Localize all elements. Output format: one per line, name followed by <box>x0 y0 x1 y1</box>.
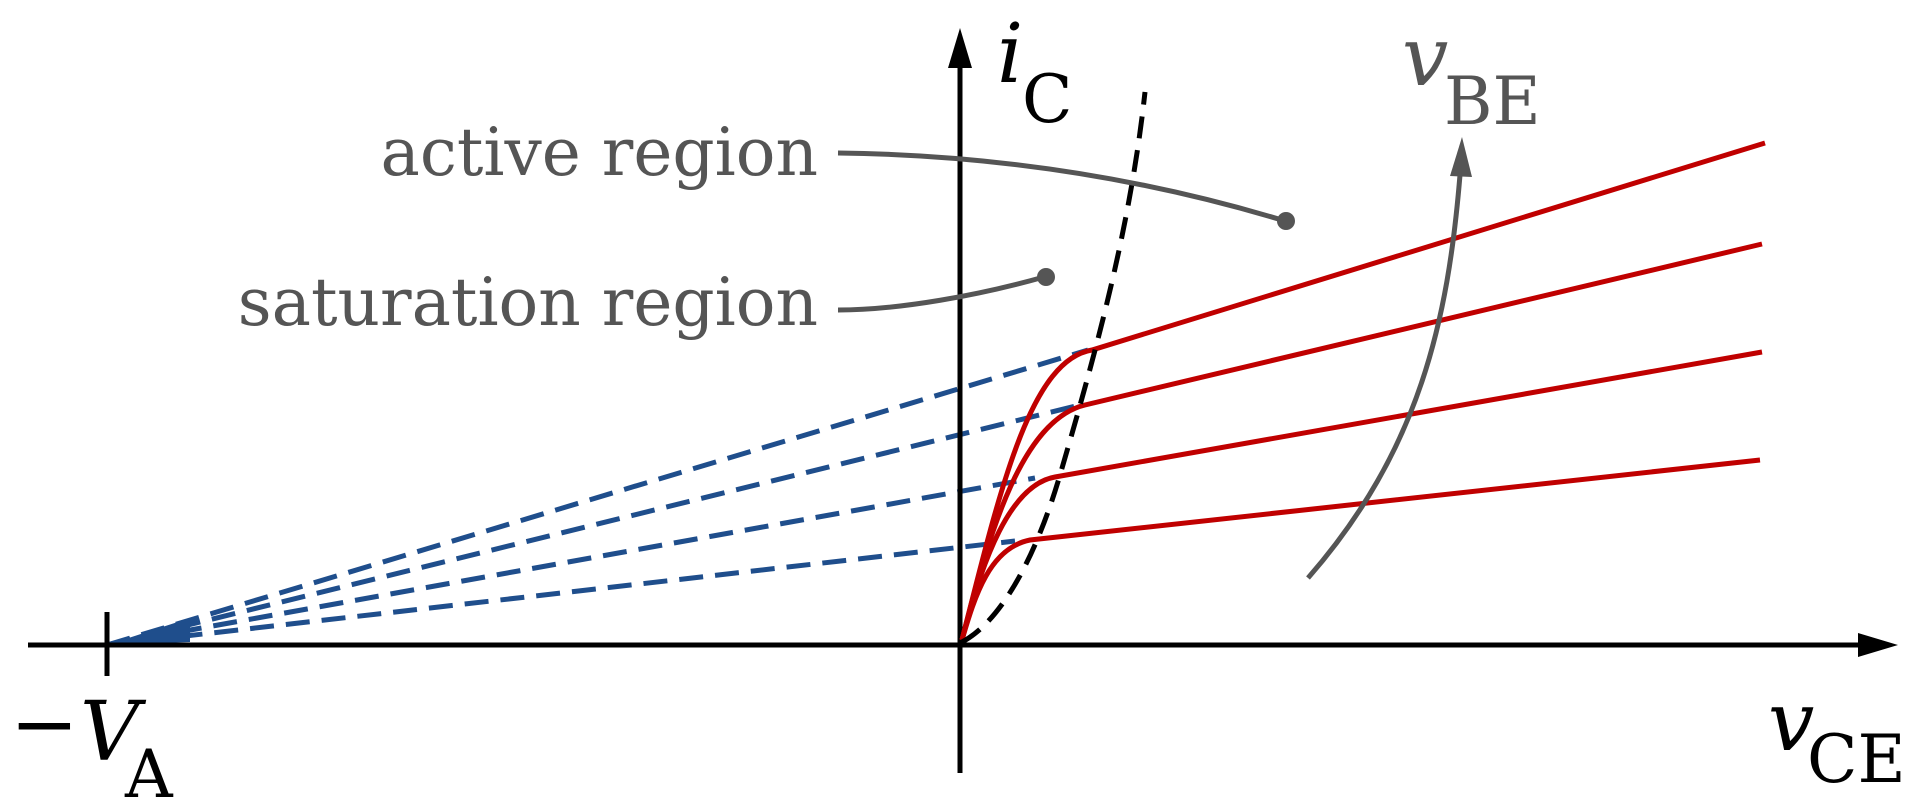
early-line-4 <box>106 347 1089 648</box>
characteristic-curves <box>959 140 1766 641</box>
vbe-increase-arrow <box>1306 137 1472 580</box>
x-axis-label-subscript: CE <box>1807 721 1906 798</box>
y-axis-arrowhead <box>948 28 972 68</box>
curve-1 <box>959 457 1761 641</box>
vbe-arrow-head <box>1450 137 1472 177</box>
active-region-callout-line <box>837 150 1286 224</box>
x-axis-label-main: v <box>1768 675 1814 770</box>
y-axis-label: i <box>997 7 1023 102</box>
early-voltage-fan <box>107 618 190 645</box>
saturation-region-label: saturation region <box>238 264 818 341</box>
axes <box>28 28 1898 773</box>
active-region-label: active region <box>381 114 818 191</box>
vbe-label-main: v <box>1402 10 1448 105</box>
curve-4 <box>959 140 1766 641</box>
saturation-region-callout-dot <box>1037 268 1055 286</box>
early-voltage-label-subscript: A <box>124 736 174 800</box>
active-region-callout-dot <box>1277 212 1295 230</box>
labels: active region saturation region i C v BE… <box>10 7 1906 800</box>
x-axis-arrowhead <box>1858 633 1898 657</box>
vbe-arrow-shaft <box>1306 174 1463 580</box>
callouts <box>837 150 1295 313</box>
early-line-3 <box>106 402 1081 648</box>
curve-3 <box>959 241 1763 641</box>
early-extrapolation-lines <box>106 347 1089 648</box>
early-voltage-label-main: V <box>80 685 147 780</box>
early-line-2 <box>106 475 1036 648</box>
early-line-1 <box>106 538 1016 648</box>
saturation-boundary-curve <box>960 91 1148 645</box>
y-axis-label-main: i <box>997 7 1023 102</box>
vbe-label-subscript: BE <box>1444 63 1541 140</box>
saturation-region-callout-line <box>837 274 1045 313</box>
early-voltage-minus: − <box>10 677 79 772</box>
y-axis-label-subscript: C <box>1022 61 1073 138</box>
